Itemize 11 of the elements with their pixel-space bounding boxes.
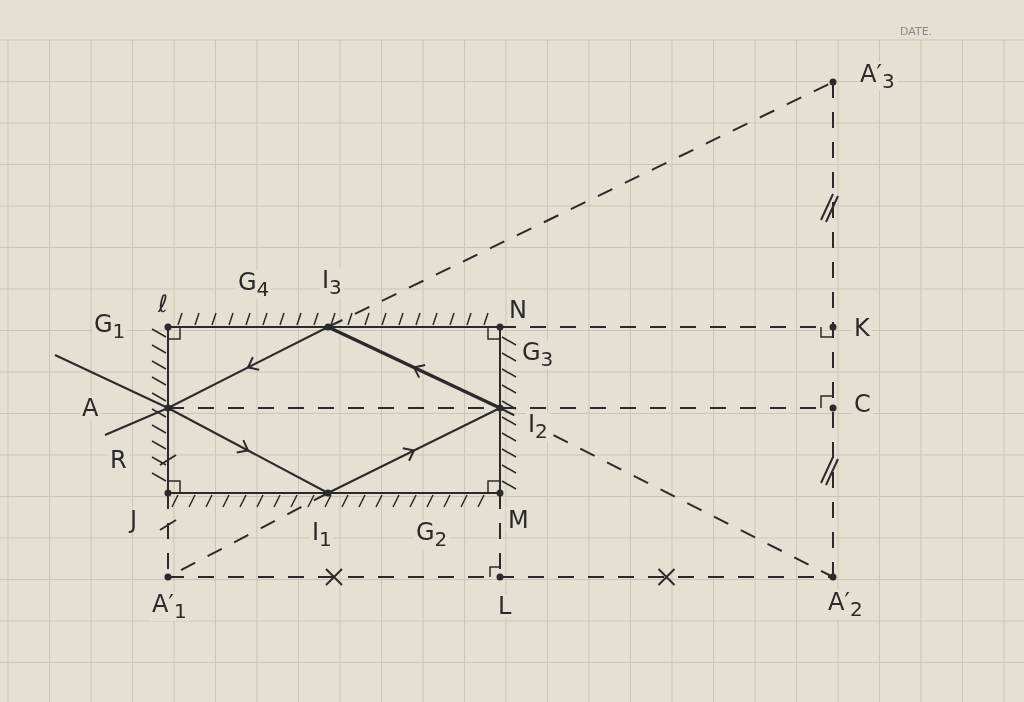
point-label: ℓ <box>156 292 170 316</box>
mirror-label: G$_{1}$ <box>92 312 128 341</box>
point-label: C <box>852 392 873 416</box>
point-label: A <box>80 396 101 420</box>
point-label: I$_{1}$ <box>310 520 334 549</box>
point-label: I$_{2}$ <box>526 412 550 441</box>
point-label: A′$_{1}$ <box>150 592 189 621</box>
point-label: I$_{3}$ <box>320 268 344 297</box>
mirror-label: G$_{2}$ <box>414 520 450 549</box>
point-label: A′$_{3}$ <box>858 62 897 91</box>
mirror-label: G$_{4}$ <box>236 270 272 299</box>
